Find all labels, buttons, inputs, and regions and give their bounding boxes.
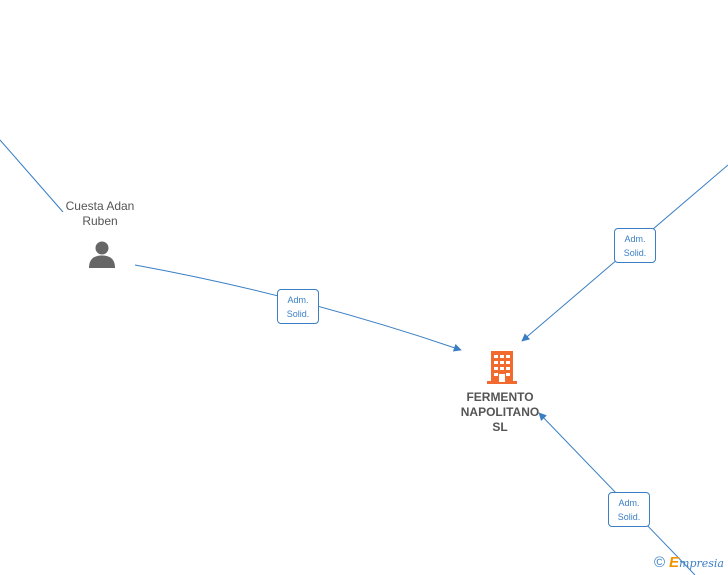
person-icon[interactable]	[87, 239, 117, 269]
edge-label-line1: Adm.	[287, 295, 309, 305]
company-name-line2: NAPOLITANO	[460, 405, 540, 419]
company-name-line1: FERMENTO	[466, 390, 534, 404]
edge-label-line2: Solid.	[623, 248, 647, 258]
edge-label-line1: Adm.	[624, 234, 646, 244]
edge-label-line2: Solid.	[286, 309, 310, 319]
edge-line-offscreen-left	[0, 139, 64, 213]
company-name-line3: SL	[492, 420, 508, 434]
brand-rest: mpresia	[679, 557, 724, 570]
person-name-line2: Ruben	[82, 214, 118, 228]
company-node-label[interactable]: FERMENTO NAPOLITANO SL	[450, 390, 550, 435]
person-node-label[interactable]: Cuesta Adan Ruben	[55, 199, 145, 229]
edge-label-bottomright-company[interactable]: Adm. Solid.	[608, 492, 650, 527]
edge-label-line1: Adm.	[618, 498, 640, 508]
brand-logo: Empresia	[669, 554, 724, 571]
brand-footer[interactable]: © Empresia	[654, 554, 724, 571]
edge-label-topright-company[interactable]: Adm. Solid.	[614, 228, 656, 263]
copyright-icon: ©	[653, 554, 666, 571]
person-name-line1: Cuesta Adan	[65, 199, 135, 213]
brand-initial: E	[669, 554, 680, 571]
building-icon[interactable]	[487, 350, 517, 385]
edge-label-line2: Solid.	[617, 512, 641, 522]
edge-label-person-company[interactable]: Adm. Solid.	[277, 289, 319, 324]
